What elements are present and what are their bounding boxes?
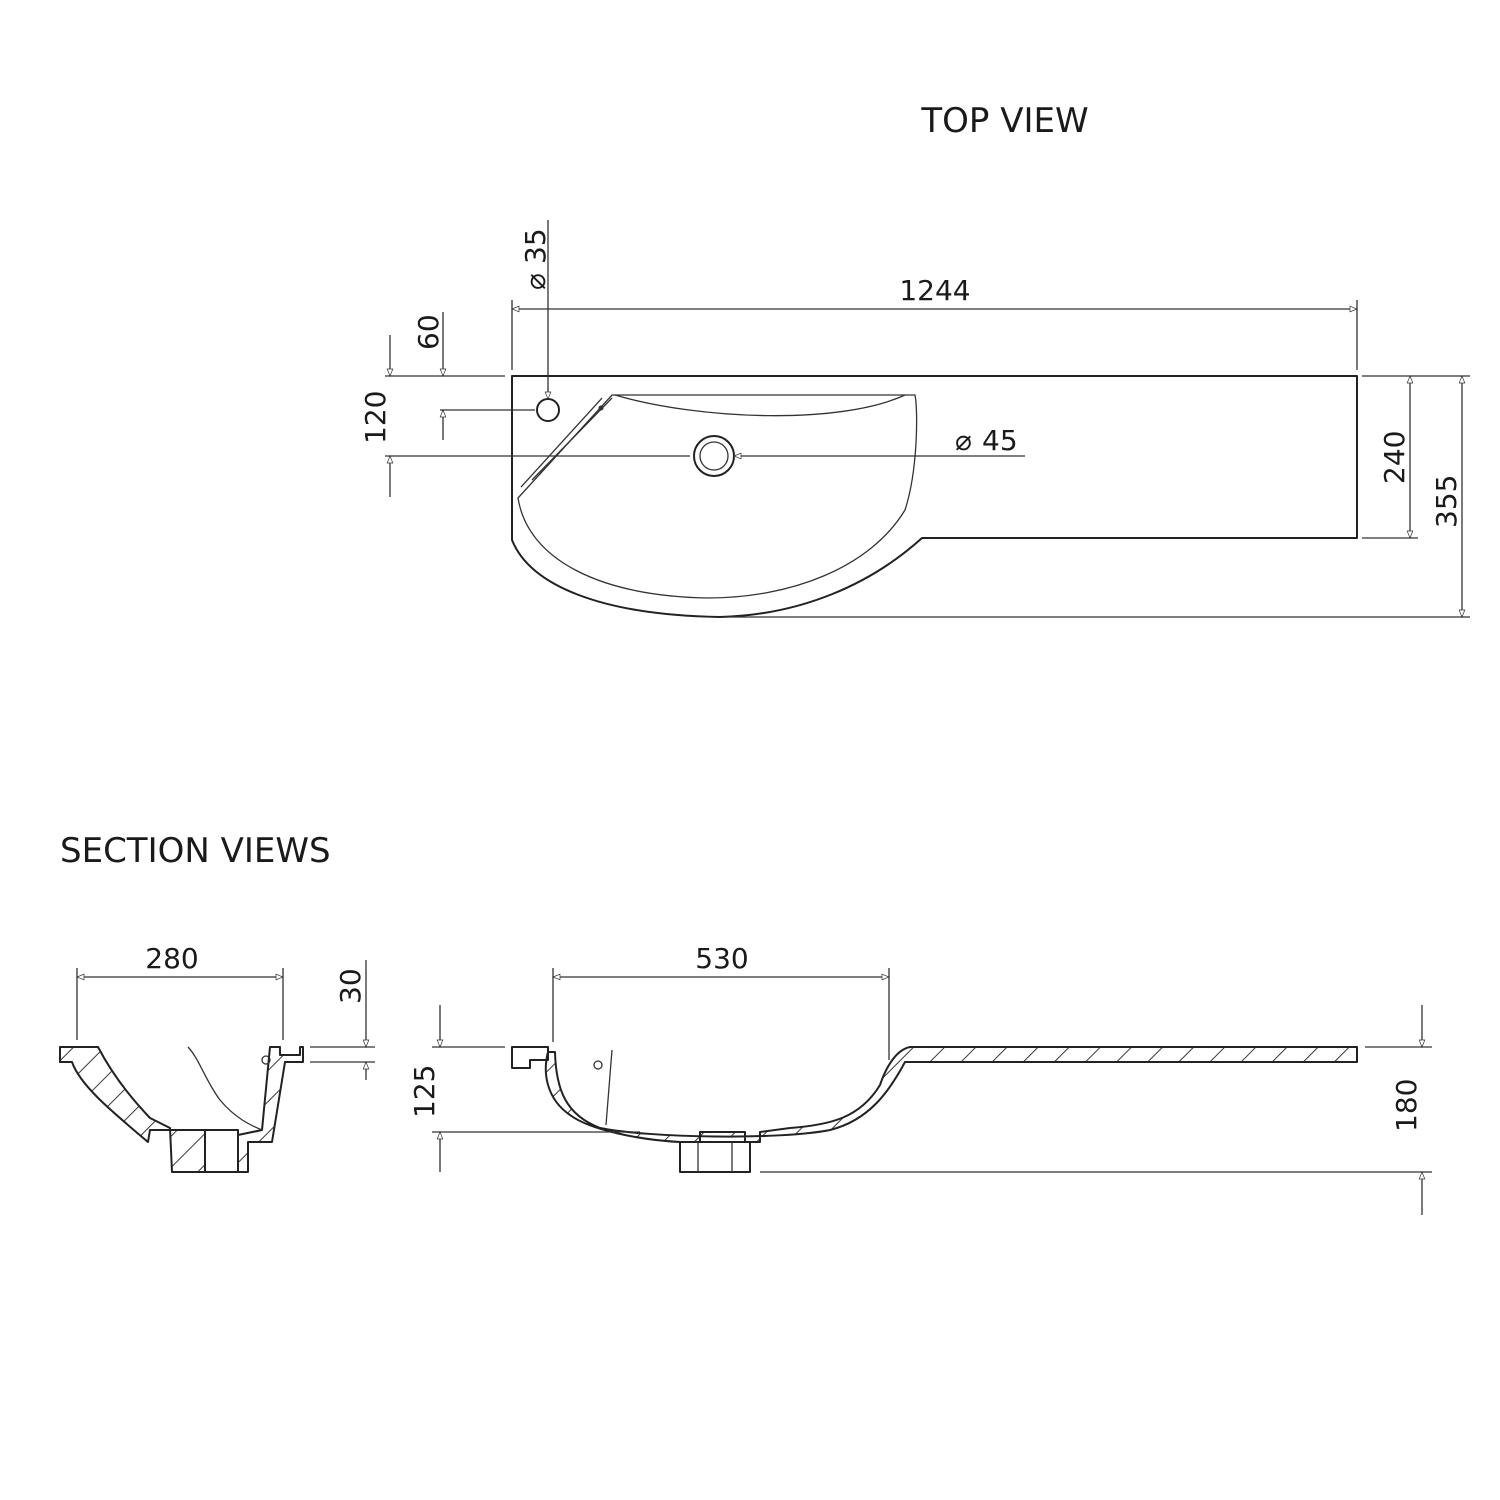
tap-diameter-symbol: ⌀ bbox=[519, 273, 552, 290]
tap-hole bbox=[536, 398, 560, 422]
dim-bowl-depth: 125 bbox=[408, 1065, 441, 1118]
dim-overall-length: 1244 bbox=[899, 274, 970, 307]
section-a-right-wall bbox=[237, 1046, 304, 1173]
basin-outline bbox=[511, 375, 1358, 618]
dim-tap-offset: 60 bbox=[412, 314, 445, 350]
top-view-title: TOP VIEW bbox=[920, 101, 1088, 141]
section-views-title: SECTION VIEWS bbox=[60, 831, 331, 871]
section-b-bowl-shell bbox=[544, 1046, 1358, 1143]
dim-overall-height: 180 bbox=[1390, 1079, 1423, 1132]
waste-hole-inner bbox=[699, 441, 729, 471]
section-b-overflow-icon bbox=[593, 1060, 603, 1070]
dim-overall-depth: 355 bbox=[1430, 475, 1463, 528]
top-view: 1244 ⌀ 35 60 120 ⌀ 45 240 bbox=[359, 220, 1470, 618]
dim-rim-thickness: 30 bbox=[334, 968, 367, 1004]
section-b-left-rim bbox=[511, 1046, 549, 1069]
overflow-hole-icon bbox=[598, 405, 604, 411]
dim-waste-offset: 120 bbox=[359, 391, 392, 444]
dim-tap-diameter: 35 bbox=[519, 228, 552, 264]
waste-diameter-symbol: ⌀ bbox=[955, 424, 972, 457]
section-a-left-wall bbox=[59, 1046, 206, 1173]
section-a-bowl-curve bbox=[187, 1046, 263, 1131]
section-view-long: 530 125 180 bbox=[408, 942, 1432, 1215]
section-b-drain bbox=[679, 1141, 751, 1173]
section-view-cross: 280 30 bbox=[59, 942, 375, 1173]
dim-waste-diameter: 45 bbox=[982, 424, 1018, 457]
section-b-overflow-channel bbox=[605, 1049, 613, 1126]
dim-counter-depth: 240 bbox=[1378, 431, 1411, 484]
overflow-slope bbox=[520, 394, 906, 488]
section-a-drain bbox=[204, 1129, 239, 1173]
dim-bowl-length: 530 bbox=[695, 942, 748, 975]
section-a-overflow-icon bbox=[261, 1055, 271, 1065]
dim-bowl-width: 280 bbox=[145, 942, 198, 975]
